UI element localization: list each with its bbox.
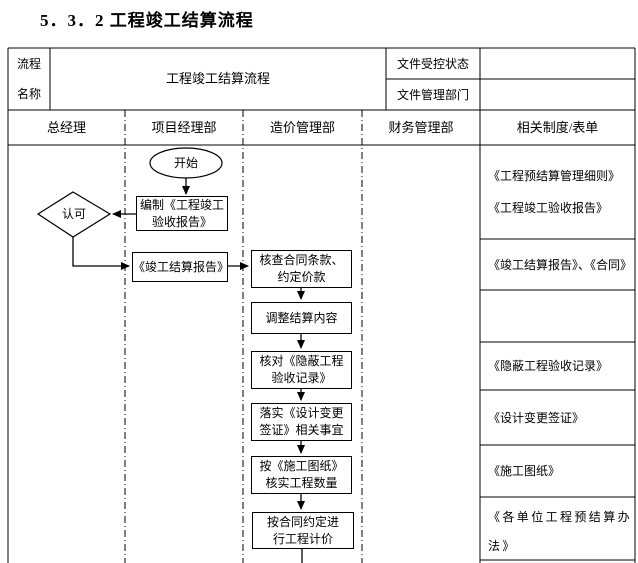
lane-dividers [124, 110, 363, 563]
page-title: 5．3．2 工程竣工结算流程 [40, 11, 254, 30]
flow-node-verify-contract-terms: 核查合同条款、 约定价款 [251, 250, 352, 288]
flow-node-prepare-acceptance-report: 编制《工程竣工 验收报告》 [136, 196, 228, 231]
lane-header-project-manager-dept: 项目经理部 [151, 119, 217, 135]
table-borders [7, 47, 636, 563]
lane-header-general-manager: 总经理 [46, 119, 86, 135]
related-doc-cell-3-empty [488, 290, 630, 342]
related-doc-cell-7: 《各单位工程预结算办 法》 [488, 510, 633, 553]
flow-connectors [72, 178, 305, 563]
flow-node-verify-quantities: 按《施工图纸》 核实工程数量 [251, 456, 352, 494]
related-doc-cell-4: 《隐蔽工程验收记录》 [488, 359, 609, 373]
flow-node-approve-label: 认可 [61, 207, 86, 221]
related-doc-cell-5: 《设计变更签证》 [488, 410, 585, 425]
lane-header-finance-dept: 财务管理部 [388, 119, 454, 135]
flow-node-implement-design-changes: 落实《设计变更 签证》相关事宜 [251, 403, 352, 441]
flow-node-start-label: 开始 [173, 156, 198, 170]
doc-managing-dept-label: 文件管理部门 [396, 87, 469, 102]
related-doc-cell-6: 《施工图纸》 [488, 464, 561, 478]
lane-header-cost-management-dept: 造价管理部 [269, 119, 335, 135]
doc-control-status-value [486, 48, 631, 79]
flow-node-settlement-report: 《竣工结算报告》 [132, 252, 229, 282]
flow-node-adjust-settlement: 调整结算内容 [251, 302, 352, 334]
connector-approve-to-report [72, 237, 130, 270]
flow-node-check-hidden-works: 核对《隐蔽工程 验收记录》 [251, 351, 352, 389]
doc-control-status-label: 文件受控状态 [396, 56, 469, 71]
process-name-row-label: 流程 名称 [16, 57, 41, 101]
related-doc-cell-2: 《竣工结算报告》、《合同》 [488, 257, 633, 272]
doc-managing-dept-value [486, 79, 631, 110]
lane-header-related-forms: 相关制度/表单 [516, 119, 599, 135]
related-doc-cell-1: 《工程预结算管理细则》 《工程竣工验收报告》 [488, 169, 621, 215]
flow-node-contract-pricing: 按合同约定进 行工程计价 [252, 512, 354, 549]
process-name-value: 工程竣工结算流程 [165, 71, 270, 86]
